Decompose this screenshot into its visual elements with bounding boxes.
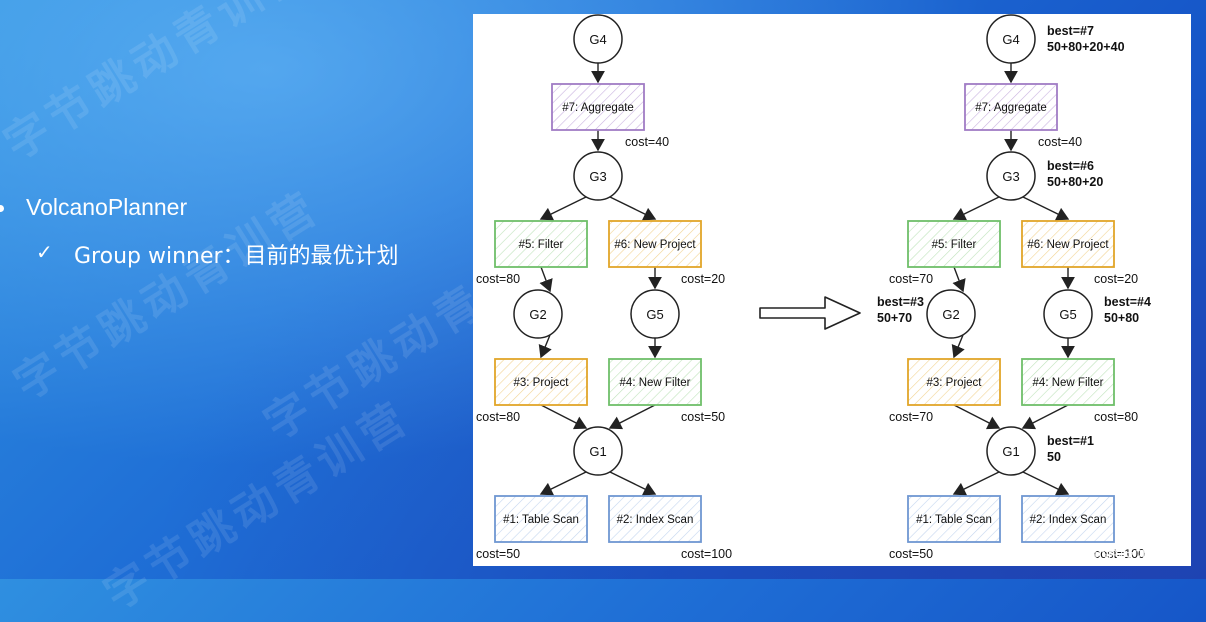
corner-watermark: @稀土掘金技术社区 <box>1033 545 1186 565</box>
group-node-g2 <box>926 289 976 339</box>
best-annotation-g1: best=#1 <box>1047 434 1094 448</box>
operator-box-filter <box>907 220 1001 268</box>
operator-box-proj <box>494 358 588 406</box>
operator-box-newproj <box>608 220 702 268</box>
group-label-g2: G2 <box>529 307 546 322</box>
best-annotation-g4: best=#7 <box>1047 24 1094 38</box>
group-label-g1: G1 <box>1002 444 1019 459</box>
edge-arrow <box>952 196 1000 221</box>
cost-label-newfilter: cost=50 <box>681 410 725 424</box>
cost-label-agg: cost=40 <box>625 135 669 149</box>
operator-label-filter: #5: Filter <box>519 239 564 251</box>
group-label-g1: G1 <box>589 444 606 459</box>
best-annotation-g4: 50+80+20+40 <box>1047 40 1125 54</box>
operator-box-agg <box>964 83 1058 131</box>
operator-box-proj <box>907 358 1001 406</box>
operator-label-agg: #7: Aggregate <box>975 102 1047 114</box>
cost-label-tscan: cost=50 <box>476 547 520 561</box>
cost-label-agg: cost=40 <box>1038 135 1082 149</box>
edge-arrow <box>608 404 656 430</box>
operator-box-newfilter <box>1021 358 1115 406</box>
transition-arrow <box>759 296 861 330</box>
edge-arrow <box>1021 404 1069 430</box>
edge-arrow <box>609 471 657 496</box>
edge-arrow <box>952 471 1000 496</box>
bullet-dot <box>0 205 4 212</box>
cost-label-newproj: cost=20 <box>681 272 725 286</box>
best-annotation-g2: 50+70 <box>877 311 912 325</box>
operator-box-newproj <box>1021 220 1115 268</box>
group-node-g1 <box>986 426 1036 476</box>
operator-label-proj: #3: Project <box>927 377 983 389</box>
diagram-panel: #7: Aggregate #5: Filter #6: New Project #3… <box>473 14 1191 566</box>
cost-label-iscan: cost=100 <box>681 547 732 561</box>
group-node-g4 <box>573 14 623 64</box>
group-node-g3 <box>986 151 1036 201</box>
operator-label-agg: #7: Aggregate <box>562 102 634 114</box>
operator-label-newfilter: #4: New Filter <box>620 377 691 389</box>
operator-box-tscan <box>494 495 588 543</box>
best-annotation-g3: 50+80+20 <box>1047 175 1103 189</box>
operator-box-tscan <box>907 495 1001 543</box>
operator-box-agg <box>551 83 645 131</box>
group-node-g4 <box>986 14 1036 64</box>
operator-label-proj: #3: Project <box>514 377 570 389</box>
edge-arrow <box>539 266 553 293</box>
group-node-g2 <box>513 289 563 339</box>
operator-label-newproj: #6: New Project <box>614 239 696 251</box>
group-node-g1 <box>573 426 623 476</box>
group-label-g3: G3 <box>1002 169 1019 184</box>
bullet-title: VolcanoPlanner <box>26 194 188 220</box>
cost-label-newproj: cost=20 <box>1094 272 1138 286</box>
best-annotation-g1: 50 <box>1047 450 1061 464</box>
operator-label-iscan: #2: Index Scan <box>1030 514 1107 526</box>
operator-box-iscan <box>1021 495 1115 543</box>
cost-label-filter: cost=80 <box>476 272 520 286</box>
operator-box-filter <box>494 220 588 268</box>
operator-box-newfilter <box>608 358 702 406</box>
cost-label-proj: cost=70 <box>889 410 933 424</box>
best-annotation-g3: best=#6 <box>1047 159 1094 173</box>
edge-arrow <box>609 196 657 221</box>
group-label-g3: G3 <box>589 169 606 184</box>
best-annotation-g5: 50+80 <box>1104 311 1139 325</box>
edge-arrow <box>539 196 587 221</box>
sub-bullet-text: Group winner：目前的最优计划 <box>74 244 399 269</box>
edge-arrow <box>1022 196 1070 221</box>
edge-arrow <box>540 404 588 430</box>
operator-box-iscan <box>608 495 702 543</box>
cost-label-proj: cost=80 <box>476 410 520 424</box>
cost-label-tscan: cost=50 <box>889 547 933 561</box>
edge-arrow <box>952 266 966 293</box>
operator-label-tscan: #1: Table Scan <box>503 514 579 526</box>
best-annotation-g5: best=#4 <box>1104 295 1151 309</box>
group-node-g5 <box>1043 289 1093 339</box>
group-label-g4: G4 <box>589 32 606 47</box>
edge-arrow <box>951 334 965 359</box>
group-label-g4: G4 <box>1002 32 1019 47</box>
edge-arrow <box>539 471 587 496</box>
operator-label-filter: #5: Filter <box>932 239 977 251</box>
cost-label-filter: cost=70 <box>889 272 933 286</box>
operator-label-tscan: #1: Table Scan <box>916 514 992 526</box>
cost-label-iscan: cost=100 <box>1094 547 1145 561</box>
operator-label-newfilter: #4: New Filter <box>1033 377 1104 389</box>
operator-label-iscan: #2: Index Scan <box>617 514 694 526</box>
group-label-g5: G5 <box>1059 307 1076 322</box>
cost-label-newfilter: cost=80 <box>1094 410 1138 424</box>
edge-arrow <box>953 404 1001 430</box>
group-node-g3 <box>573 151 623 201</box>
group-label-g5: G5 <box>646 307 663 322</box>
edge-arrow <box>1022 471 1070 496</box>
best-annotation-g2: best=#3 <box>877 295 924 309</box>
group-node-g5 <box>630 289 680 339</box>
group-label-g2: G2 <box>942 307 959 322</box>
check-icon: ✓ <box>36 240 53 264</box>
operator-label-newproj: #6: New Project <box>1027 239 1109 251</box>
edge-arrow <box>538 334 552 359</box>
volcano-planner-diagram: #7: Aggregate #5: Filter #6: New Project #3… <box>476 14 1151 561</box>
